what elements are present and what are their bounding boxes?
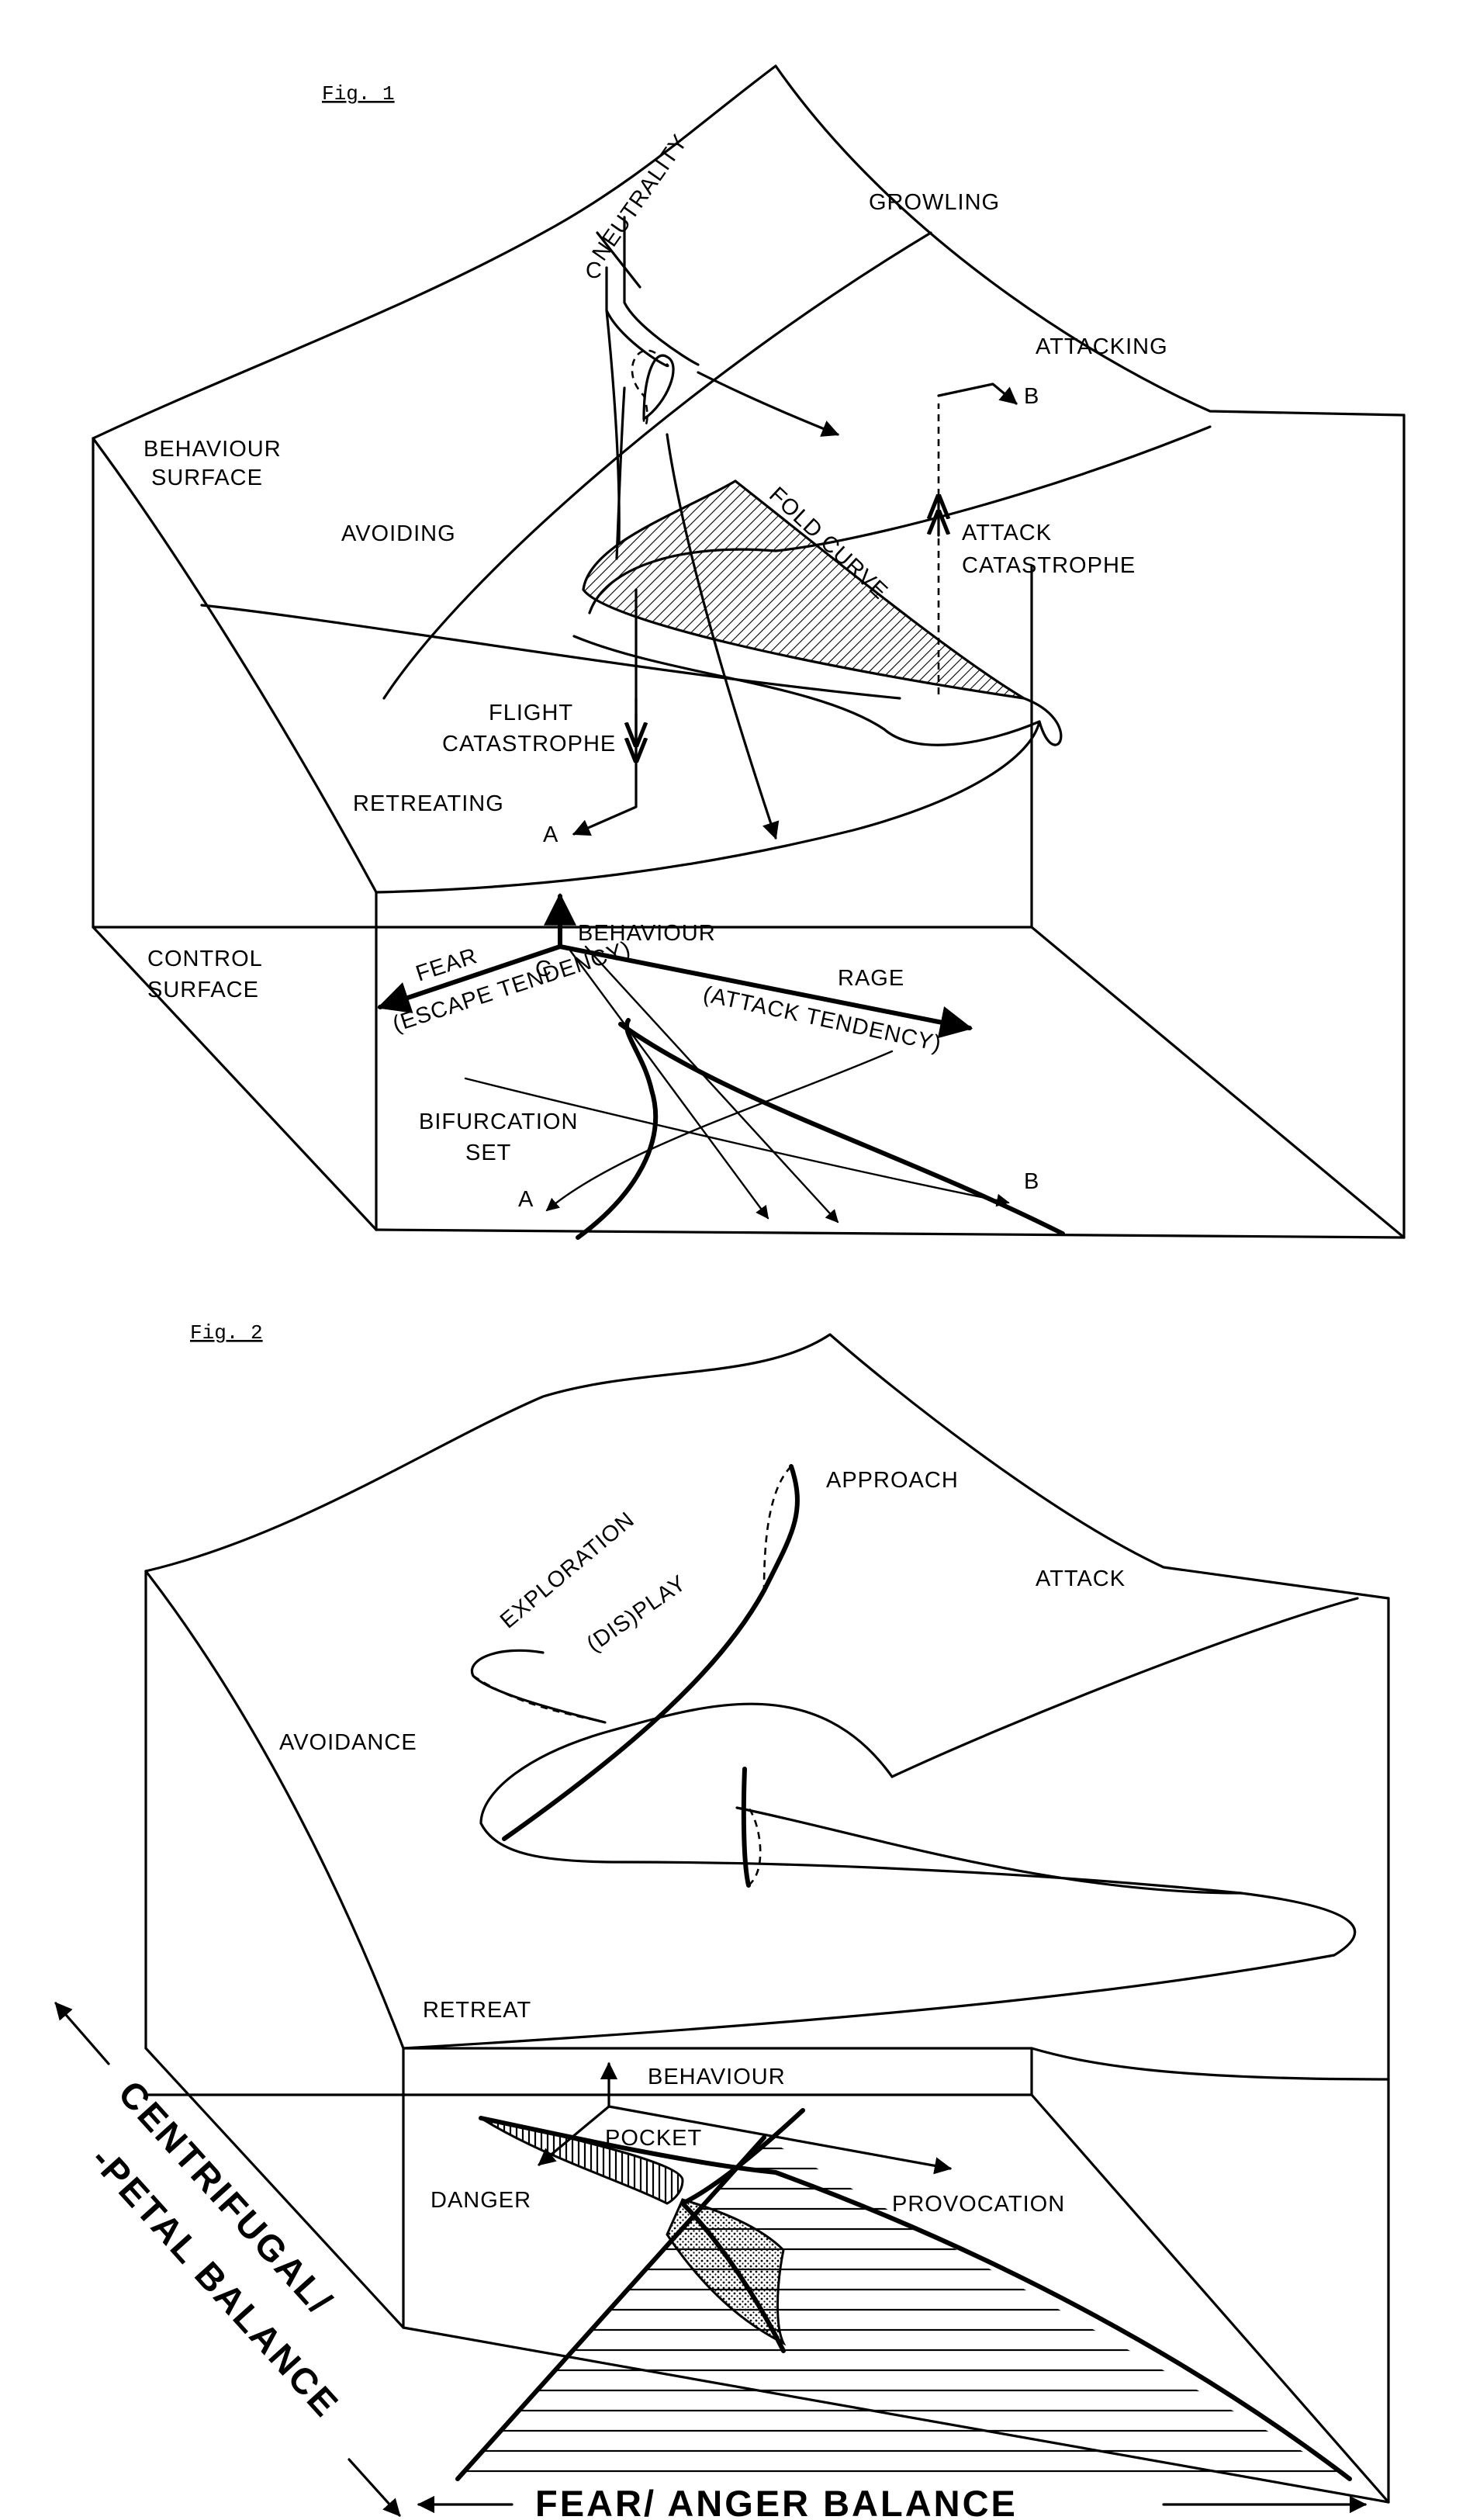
fig1-label-flight-catastrophe-2: CATASTROPHE — [442, 732, 616, 756]
fig2-label-retreat: RETREAT — [423, 1998, 531, 2023]
fig1-label-avoiding: AVOIDING — [341, 521, 456, 546]
fig1-label-bifurcation-1: BIFURCATION — [419, 1109, 578, 1134]
fig1-label-c-top: C — [586, 258, 603, 283]
fig2-fold-sheet — [402, 1464, 1359, 2050]
fig1-label-behaviour-surface-1: BEHAVIOUR — [144, 437, 282, 462]
fig1-label-fear: FEAR — [413, 943, 480, 987]
fig1-label-b-top: B — [1024, 384, 1039, 409]
fig1-caption: Fig. 1 — [322, 82, 395, 106]
fig1-label-attack-tendency: (ATTACK TENDENCY) — [701, 982, 944, 1057]
centrifugal-arrow-down — [348, 2458, 401, 2517]
fig1-label-bifurcation-2: SET — [465, 1141, 511, 1165]
fig1-control-surface — [377, 892, 1065, 1240]
fig1-label-control-surface-1: CONTROL — [147, 947, 263, 971]
fig2-label-behaviour-axis: BEHAVIOUR — [648, 2065, 786, 2089]
fig1-label-a-bottom: A — [518, 1187, 534, 1212]
fig1-label-retreating: RETREATING — [353, 791, 504, 816]
fig1-label-a-top: A — [543, 822, 558, 847]
figure-2: Fig. 2 — [54, 1321, 1390, 2520]
fig2-label-provocation: PROVOCATION — [892, 2192, 1065, 2217]
fig1-fold-sheet — [200, 425, 1212, 746]
fig1-label-flight-catastrophe-1: FLIGHT — [489, 701, 573, 725]
fig1-label-growling: GROWLING — [869, 190, 1000, 215]
fig1-label-behaviour-axis: BEHAVIOUR — [578, 921, 716, 946]
fig1-label-attacking: ATTACKING — [1036, 334, 1168, 359]
fig2-control-surface — [455, 2061, 1352, 2481]
fig2-label-avoidance: AVOIDANCE — [279, 1730, 417, 1755]
fig2-label-display: (DIS)PLAY — [583, 1570, 691, 1656]
fig2-labels: EXPLORATION APPROACH (DIS)PLAY ATTACK AV… — [279, 1468, 1126, 2217]
fig2-caption: Fig. 2 — [190, 1321, 263, 1345]
fig1-label-behaviour-surface-2: SURFACE — [151, 466, 263, 490]
fig2-label-attack: ATTACK — [1036, 1566, 1126, 1591]
fig2-label-approach: APPROACH — [826, 1468, 959, 1493]
fig2-label-fear-anger-balance: FEAR/ ANGER BALANCE — [535, 2483, 1018, 2520]
fig1-trajectories — [382, 216, 1018, 840]
fig1-label-attack-catastrophe-1: ATTACK — [962, 521, 1052, 545]
fig1-label-rage: RAGE — [838, 966, 904, 991]
fig2-label-pocket: POCKET — [605, 2126, 702, 2151]
fig1-surface-outline — [92, 64, 1406, 1239]
centrifugal-arrow-up — [54, 2002, 110, 2065]
figure-1: Fig. 1 — [92, 64, 1406, 1240]
fig1-label-attack-catastrophe-2: CATASTROPHE — [962, 553, 1136, 578]
fig2-label-danger: DANGER — [431, 2188, 531, 2213]
fig1-label-c-bottom: C — [535, 957, 552, 981]
fig1-label-b-bottom: B — [1024, 1169, 1039, 1194]
fig1-label-control-surface-2: SURFACE — [147, 978, 259, 1002]
